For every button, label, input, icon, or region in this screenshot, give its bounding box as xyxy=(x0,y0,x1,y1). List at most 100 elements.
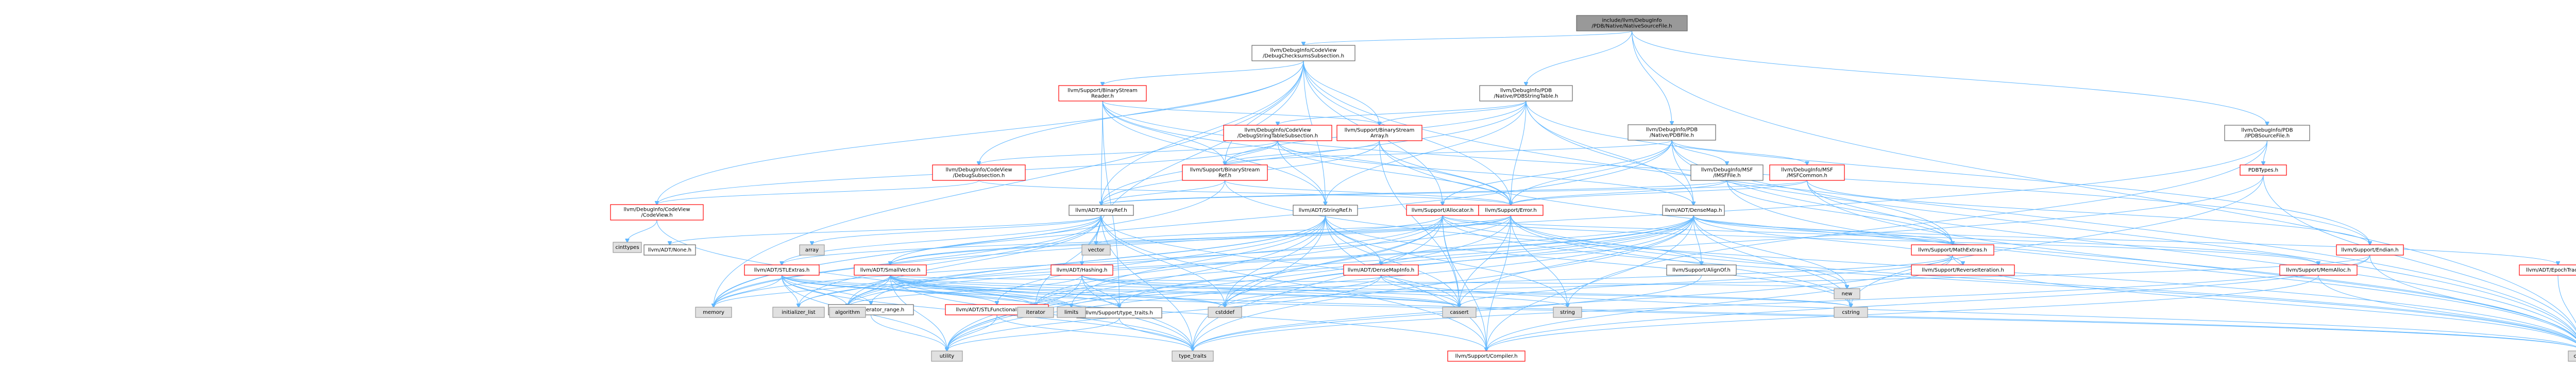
edge-bsreader-to-error xyxy=(1102,100,1511,205)
node-box xyxy=(1478,205,1544,216)
node-box xyxy=(1069,205,1134,216)
node-dcs[interactable]: llvm/DebugInfo/CodeView/DebugChecksumsSu… xyxy=(1251,45,1355,61)
edge-bsreader-to-stringref xyxy=(1102,100,1326,205)
edge-pdbtypes-to-cstring xyxy=(1851,175,2264,307)
node-root[interactable]: include/llvm/DebugInfo/PDB/Native/Native… xyxy=(1576,15,1688,31)
node-label: initializer_list xyxy=(782,310,816,315)
node-iterator: iterator xyxy=(1017,307,1054,318)
edge-mathextras-to-limits xyxy=(1072,255,1953,307)
node-label: /Native/PDBStringTable.h xyxy=(1494,94,1558,99)
node-label: cassert xyxy=(1450,310,1468,315)
node-box xyxy=(1834,288,1860,299)
node-label: new xyxy=(1842,291,1853,297)
node-box xyxy=(1251,45,1355,61)
node-box xyxy=(1769,164,1845,181)
node-densemapinfo[interactable]: llvm/ADT/DenseMapInfo.h xyxy=(1343,264,1419,276)
node-label: cinttypes xyxy=(615,245,639,250)
node-label: llvm/Support/Error.h xyxy=(1485,208,1536,213)
node-dsts[interactable]: llvm/DebugInfo/CodeView/DebugStringTable… xyxy=(1223,125,1332,141)
node-label: /DebugStringTableSubsection.h xyxy=(1238,133,1318,139)
edge-dcs-to-arrayref xyxy=(1101,60,1304,205)
node-smallvector[interactable]: llvm/ADT/SmallVector.h xyxy=(854,264,927,276)
edge-densemap-to-typetraits xyxy=(1120,215,1694,308)
edge-msfmsf-to-error xyxy=(1511,180,1727,205)
edge-pdbfile-to-densemap xyxy=(1671,140,1693,205)
edge-arrayref-to-array xyxy=(812,215,1101,245)
edge-smallvector-to-cstdint xyxy=(890,275,2576,347)
node-box xyxy=(1479,85,1573,102)
node-msfcommon[interactable]: llvm/DebugInfo/MSF/MSFCommon.h xyxy=(1769,164,1845,181)
node-label: cstring xyxy=(1842,310,1859,315)
edge-bsarray-to-error xyxy=(1379,140,1511,205)
edge-dcs-to-bsreader xyxy=(1103,60,1304,86)
edge-pdbfile-to-error xyxy=(1511,140,1672,205)
node-pdbtypes[interactable]: PDBTypes.h xyxy=(2240,164,2287,176)
node-none[interactable]: llvm/ADT/None.h xyxy=(643,244,696,256)
edge-densemapinfo-to-cstddef xyxy=(1225,275,1381,307)
edge-root-to-cstdint xyxy=(1632,30,2576,330)
edge-smallvector-to-cstddef xyxy=(890,275,1225,307)
node-stlextras[interactable]: llvm/ADT/STLExtras.h xyxy=(744,264,820,276)
node-arrayref[interactable]: llvm/ADT/ArrayRef.h xyxy=(1069,205,1134,216)
node-stringref[interactable]: llvm/ADT/StringRef.h xyxy=(1293,205,1358,216)
edge-codeview-to-cstdint_top xyxy=(628,220,657,242)
node-label: /PDB/Native/NativeSourceFile.h xyxy=(1591,24,1672,29)
node-codeview[interactable]: llvm/DebugInfo/CodeView/CodeView.h xyxy=(610,204,704,221)
node-typetraits[interactable]: llvm/Support/type_traits.h xyxy=(1076,307,1162,318)
edge-arrayref-to-cassert xyxy=(1101,215,1460,307)
node-label: /IMSFFile.h xyxy=(1713,173,1740,179)
node-error[interactable]: llvm/Support/Error.h xyxy=(1478,205,1544,216)
edge-densemap-to-utility xyxy=(947,215,1694,351)
node-label: llvm/ADT/iterator_range.h xyxy=(838,307,904,313)
node-compiler[interactable]: llvm/Support/Compiler.h xyxy=(1447,350,1526,362)
node-label: /Native/PDBFile.h xyxy=(1650,133,1694,139)
node-box xyxy=(1576,15,1688,31)
node-label: /IPDBSourceFile.h xyxy=(2245,133,2290,139)
edge-msfcommon-to-endian xyxy=(1807,180,2370,245)
edge-hashing-to-algorithm xyxy=(848,275,1082,307)
edge-smallvector-to-limits xyxy=(890,275,1072,307)
node-label: llvm/DebugInfo/CodeView xyxy=(623,207,690,213)
edge-pdbfile-to-mathextras xyxy=(1671,140,1953,245)
edge-error-to-stlextras xyxy=(782,215,1511,265)
node-epoch[interactable]: llvm/ADT/EpochTracker.h xyxy=(2519,264,2576,276)
node-box xyxy=(744,264,820,276)
node-pdbstrtab[interactable]: llvm/DebugInfo/PDB/Native/PDBStringTable… xyxy=(1479,85,1573,102)
edge-pdbfile-to-allocator xyxy=(1443,140,1672,205)
edge-densemap-to-initlist xyxy=(799,215,1694,307)
node-alignof[interactable]: llvm/Support/AlignOf.h xyxy=(1666,264,1737,276)
edge-dcs-to-cstdint xyxy=(1303,60,2576,334)
node-label: cstddef xyxy=(1215,310,1234,315)
edge-msfcommon-to-arrayref xyxy=(1101,180,1807,205)
edge-densemap-to-mathextras xyxy=(1693,215,1953,245)
node-densemap[interactable]: llvm/ADT/DenseMap.h xyxy=(1662,205,1725,216)
edge-dcs-to-codeview xyxy=(657,60,1304,205)
edge-root-to-dcs xyxy=(1303,30,1632,45)
node-label: llvm/Support/BinaryStream xyxy=(1190,167,1260,173)
edge-arrayref-to-none xyxy=(670,215,1101,245)
node-label: llvm/DebugInfo/PDB xyxy=(2241,128,2293,133)
node-ipdbsf[interactable]: llvm/DebugInfo/PDB/IPDBSourceFile.h xyxy=(2224,125,2310,141)
edge-stringref-to-typetraits_sys xyxy=(1193,215,1326,351)
node-endian[interactable]: llvm/Support/Endian.h xyxy=(2336,244,2404,256)
node-memalloc[interactable]: llvm/Support/MemAlloc.h xyxy=(2279,264,2358,276)
node-mathextras[interactable]: llvm/Support/MathExtras.h xyxy=(1911,244,1994,256)
node-array: array xyxy=(799,244,825,256)
node-debugsub[interactable]: llvm/DebugInfo/CodeView/DebugSubsection.… xyxy=(932,164,1026,181)
node-pdbfile[interactable]: llvm/DebugInfo/PDB/Native/PDBFile.h xyxy=(1628,124,1716,141)
node-label: llvm/DebugInfo/CodeView xyxy=(945,167,1012,173)
node-label: llvm/Support/ReverseIteration.h xyxy=(1922,267,2004,273)
edge-densemapinfo-to-cstdint xyxy=(1381,275,2576,347)
node-label: algorithm xyxy=(835,310,860,315)
node-box xyxy=(2568,350,2576,362)
node-hashing[interactable]: llvm/ADT/Hashing.h xyxy=(1050,264,1113,276)
node-reverseiter[interactable]: llvm/Support/ReverseIteration.h xyxy=(1911,264,2015,276)
node-msfmsf[interactable]: llvm/DebugInfo/MSF/IMSFFile.h xyxy=(1690,164,1764,181)
node-cassert: cassert xyxy=(1442,307,1477,318)
node-allocator[interactable]: llvm/Support/Allocator.h xyxy=(1406,205,1479,216)
edge-smallvector-to-cassert xyxy=(890,275,1460,307)
edge-densemap-to-alignof xyxy=(1693,215,1702,265)
